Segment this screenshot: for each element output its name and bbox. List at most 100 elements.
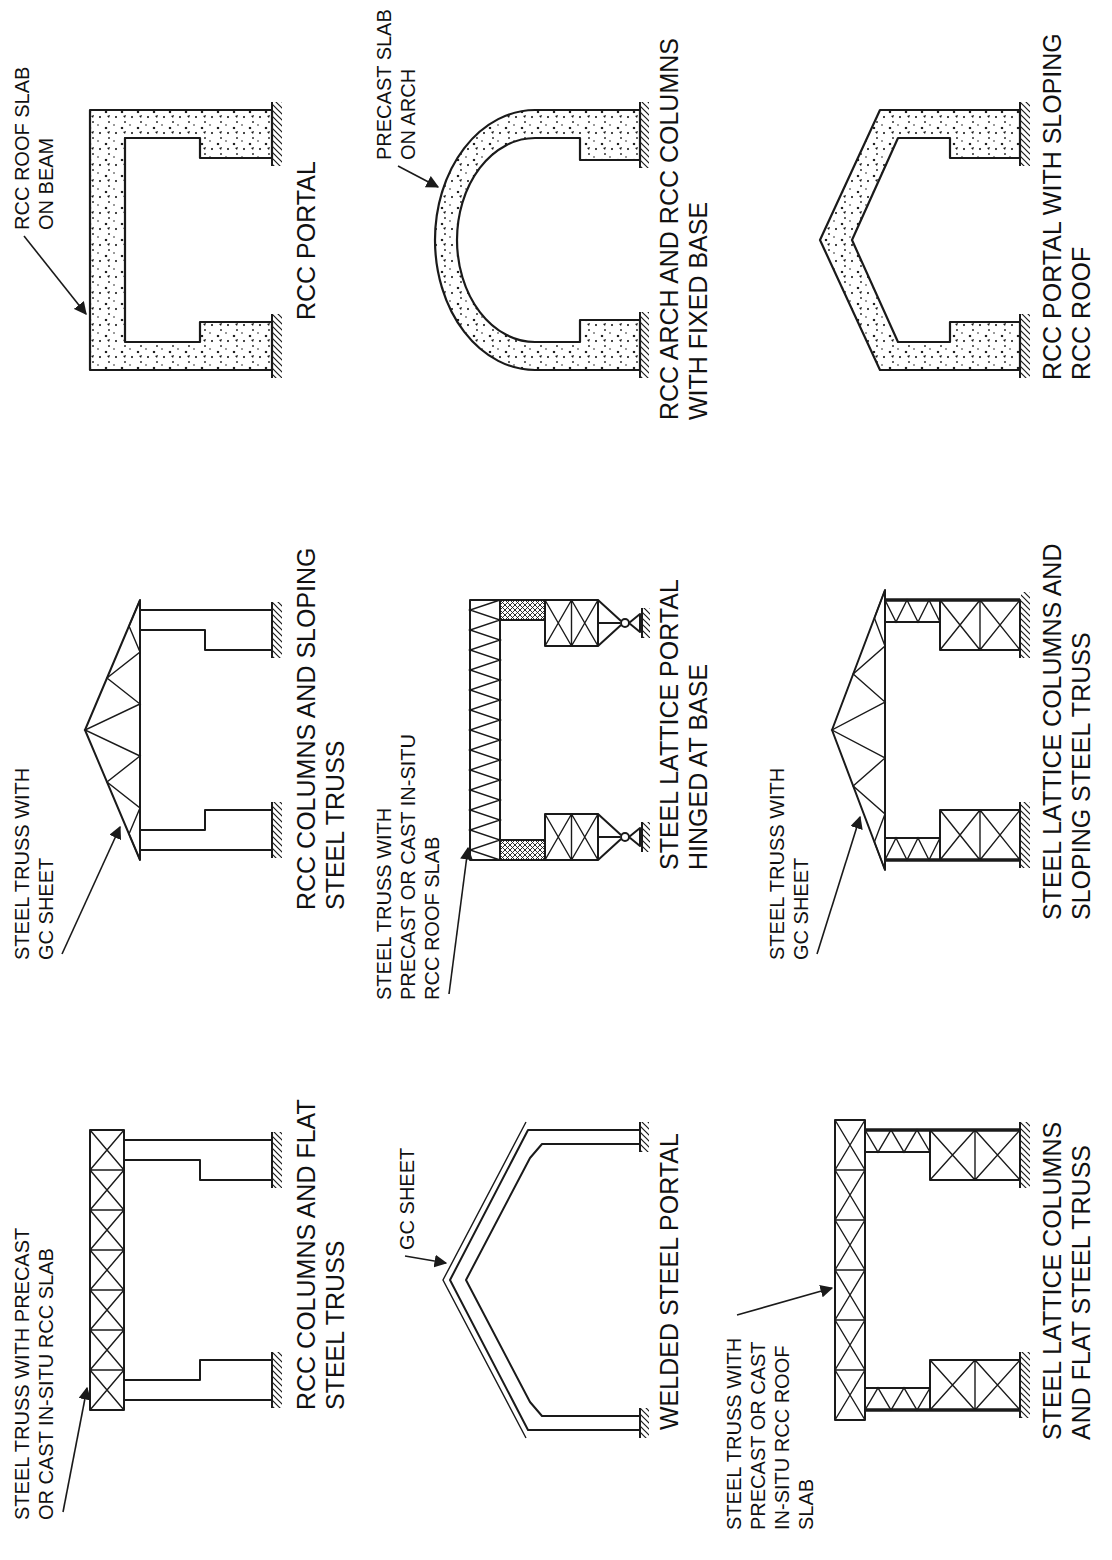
rcc-sloping-portal xyxy=(820,110,1020,370)
drawing-line xyxy=(629,828,640,846)
callout-label: PRECAST SLAB ON ARCH xyxy=(372,5,420,160)
drawing-line xyxy=(641,102,649,168)
rcc-portal-frame xyxy=(90,110,272,370)
frame-caption: STEEL LATTICE COLUMNS AND FLAT STEEL TRU… xyxy=(1038,1095,1096,1440)
drawing-line xyxy=(865,1388,930,1410)
drawing-line xyxy=(273,602,282,658)
drawing-line xyxy=(124,1140,272,1400)
drawing-line xyxy=(885,598,1020,602)
drawing-line xyxy=(405,1256,446,1263)
drawing-line xyxy=(1021,592,1030,658)
drawing-line xyxy=(885,600,940,622)
drawing-line xyxy=(1021,102,1030,166)
drawing-line xyxy=(450,1130,640,1430)
drawing-line xyxy=(621,619,629,627)
drawing-line xyxy=(1021,1122,1030,1188)
drawing-line xyxy=(1021,1352,1030,1418)
callout-label: STEEL TRUSS WITH PRECAST OR CAST IN-SITU… xyxy=(372,720,444,1000)
drawing-line xyxy=(865,1128,1020,1132)
drawing-line xyxy=(272,102,1020,1438)
drawing-line xyxy=(832,590,885,870)
drawing-line xyxy=(820,110,1020,370)
drawing-line xyxy=(930,1360,1020,1410)
frame-caption: WELDED STEEL PORTAL xyxy=(655,1100,684,1430)
rcc-columns-sloping-truss xyxy=(85,600,272,860)
drawing-line xyxy=(835,1120,865,1420)
drawing-line xyxy=(85,600,140,860)
drawing-line xyxy=(273,314,282,378)
drawing-line xyxy=(273,102,282,166)
drawing-line xyxy=(865,1388,930,1410)
drawing-line xyxy=(641,1408,649,1438)
drawing-line xyxy=(737,1288,832,1315)
callout-label: STEEL TRUSS WITH PRECAST OR CAST IN-SITU… xyxy=(10,1210,58,1520)
callout-label: RCC ROOF SLAB ON BEAM xyxy=(10,55,58,230)
frame-caption: RCC ARCH AND RCC COLUMNS WITH FIXED BASE xyxy=(655,10,713,420)
drawing-line xyxy=(90,110,272,370)
drawing-line xyxy=(435,110,640,370)
drawing-line xyxy=(885,858,1020,862)
drawing-line xyxy=(398,166,438,187)
drawing-line xyxy=(273,1352,282,1408)
rcc-columns-flat-truss xyxy=(90,1130,272,1410)
frame-caption: RCC PORTAL xyxy=(292,60,321,320)
drawing-line xyxy=(500,600,545,620)
drawing-line xyxy=(443,1122,526,1438)
drawing-line xyxy=(1021,314,1030,378)
drawing-line xyxy=(641,312,649,378)
ground-hatching xyxy=(272,102,1030,1438)
drawing-line xyxy=(940,810,1020,860)
drawing-line xyxy=(930,1130,1020,1180)
drawing-line xyxy=(940,600,1020,650)
steel-lattice-portal xyxy=(470,600,640,860)
drawing-line xyxy=(817,817,860,954)
frame-caption: STEEL LATTICE COLUMNS AND SLOPING STEEL … xyxy=(1038,520,1096,920)
lattice-columns-sloping-truss xyxy=(832,590,1020,870)
drawing-line xyxy=(598,600,621,646)
welded-steel-portal xyxy=(443,1122,640,1438)
drawing-line xyxy=(832,590,885,870)
drawing-line xyxy=(24,236,86,314)
drawing-line xyxy=(140,610,272,850)
drawing-line xyxy=(470,600,500,860)
drawing-line xyxy=(621,833,629,841)
callout-label: GC SHEET xyxy=(395,1110,419,1250)
frame-caption: STEEL LATTICE PORTAL HINGED AT BASE xyxy=(655,540,713,870)
drawing-line xyxy=(598,814,621,860)
drawing-line xyxy=(940,600,1020,650)
drawing-line xyxy=(90,1130,124,1410)
drawing-line xyxy=(641,1122,649,1152)
drawing-line xyxy=(466,1144,640,1416)
drawing-line xyxy=(930,1130,1020,1180)
drawing-line xyxy=(273,802,282,858)
drawing-line xyxy=(63,1388,87,1512)
drawing-line xyxy=(500,840,545,860)
drawing-line xyxy=(865,1408,1020,1412)
drawing-line xyxy=(865,1130,930,1152)
drawing-line xyxy=(885,838,940,860)
drawing-line xyxy=(449,848,468,994)
lattice-columns-flat-truss xyxy=(835,1120,1020,1420)
drawing-line xyxy=(930,1360,1020,1410)
drawing-line xyxy=(865,1130,930,1152)
callout-label: STEEL TRUSS WITH GC SHEET xyxy=(765,760,813,960)
drawing-line xyxy=(643,608,650,638)
drawing-line xyxy=(885,838,940,860)
frame-caption: RCC COLUMNS AND FLAT STEEL TRUSS xyxy=(292,1070,350,1410)
frame-caption: RCC PORTAL WITH SLOPING RCC ROOF xyxy=(1038,5,1096,380)
drawing-line xyxy=(85,600,140,860)
drawing-line xyxy=(90,1130,124,1410)
drawing-line xyxy=(545,814,598,860)
drawing-line xyxy=(835,1120,865,1420)
drawing-line xyxy=(1021,802,1030,868)
drawing-line xyxy=(62,827,120,954)
rcc-arch-frame xyxy=(435,110,640,370)
drawing-line xyxy=(639,1130,641,1430)
callout-label: STEEL TRUSS WITH GC SHEET xyxy=(10,760,58,960)
drawing-line xyxy=(545,600,598,646)
drawing-line xyxy=(273,1132,282,1188)
drawing-line xyxy=(643,822,650,852)
frame-caption: RCC COLUMNS AND SLOPING STEEL TRUSS xyxy=(292,520,350,910)
drawing-line xyxy=(545,600,598,646)
